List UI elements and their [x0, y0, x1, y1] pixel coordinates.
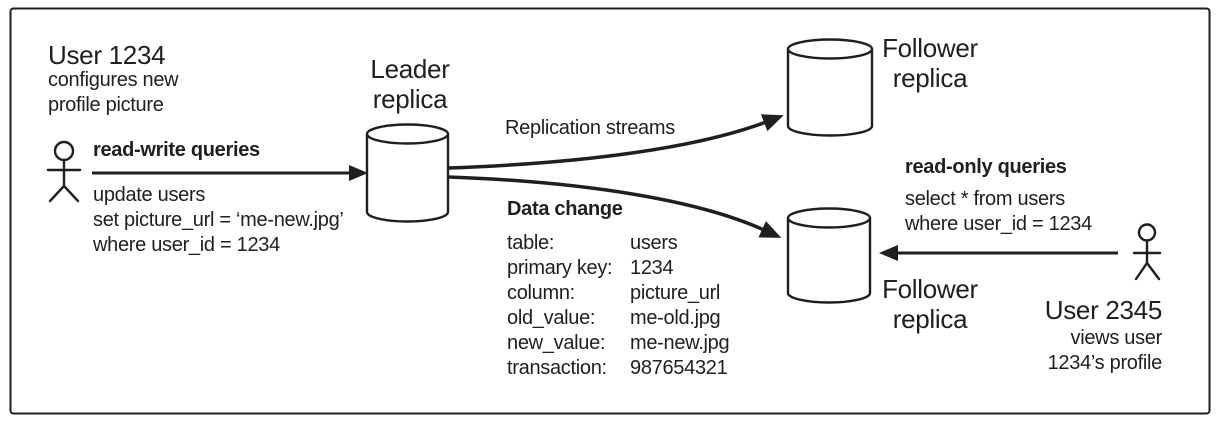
- data-change-key: old_value:: [507, 307, 596, 329]
- follower-top-label-line2: replica: [892, 63, 968, 93]
- read-only-queries-label: read-only queries: [905, 156, 1067, 178]
- follower-bottom-label-line2: replica: [892, 304, 968, 334]
- data-change-table: table: users primary key: 1234 column: pict…: [507, 231, 730, 381]
- leader-replica-label-line1: Leader: [370, 54, 450, 84]
- data-change-row: table: users: [507, 231, 729, 256]
- data-change-value: 987654321: [630, 357, 728, 379]
- read-write-query-line1: update users: [93, 184, 206, 206]
- data-change-row: new_value: me-new.jpg: [507, 331, 730, 356]
- data-change-row: transaction: 987654321: [507, 356, 729, 381]
- data-change-value: me-new.jpg: [630, 332, 730, 354]
- data-change-value: me-old.jpg: [630, 307, 721, 329]
- data-change-row: column: picture_url: [507, 281, 729, 306]
- data-change-key: new_value:: [507, 332, 606, 354]
- data-change-value: 1234: [630, 257, 674, 279]
- follower-top-replica-label: Follower replica: [872, 33, 988, 93]
- right-user-person-icon: [1132, 223, 1162, 281]
- read-write-query: update users set picture_url = ‘me-new.j…: [93, 183, 344, 258]
- read-only-query: select * from users where user_id = 1234: [905, 187, 1092, 237]
- follower-bottom-label-line1: Follower: [882, 274, 978, 304]
- replication-stream-arrow-top: [447, 114, 784, 170]
- right-user-description-line1: views user: [1070, 327, 1163, 349]
- data-change-title: Data change: [507, 198, 623, 220]
- leader-replica-label-line2: replica: [372, 84, 448, 114]
- data-change-key: table:: [507, 232, 555, 254]
- follower-bottom-replica-label: Follower replica: [872, 274, 988, 334]
- data-change-key: transaction:: [507, 357, 607, 379]
- left-user-description-line1: configures new: [48, 69, 179, 91]
- read-write-queries-label: read-write queries: [93, 139, 260, 161]
- data-change-row: primary key: 1234: [507, 256, 729, 281]
- read-write-query-line2: set picture_url = ‘me-new.jpg’: [93, 209, 344, 231]
- read-only-query-line2: where user_id = 1234: [905, 213, 1092, 235]
- right-user-name: User 2345: [1044, 295, 1163, 325]
- replication-streams-label: Replication streams: [505, 117, 675, 139]
- data-change-key: column:: [507, 282, 575, 304]
- data-change-value: picture_url: [630, 282, 721, 304]
- leader-database-cylinder-icon: [365, 123, 450, 223]
- replication-stream-arrow-bottom: [447, 175, 782, 238]
- read-write-query-line3: where user_id = 1234: [93, 234, 280, 256]
- leader-replica-label: Leader replica: [350, 54, 470, 114]
- left-user-description: configures new profile picture: [48, 68, 179, 118]
- follower-bottom-database-cylinder-icon: [786, 207, 872, 304]
- right-user-description: views user 1234’s profile: [1000, 326, 1163, 376]
- right-user-description-line2: 1234’s profile: [1047, 352, 1163, 374]
- diagram-border: [9, 7, 1211, 415]
- left-user-name: User 1234: [48, 40, 166, 70]
- read-only-query-line1: select * from users: [905, 188, 1065, 210]
- data-change-key: primary key:: [507, 257, 613, 279]
- left-user-description-line2: profile picture: [48, 94, 164, 116]
- follower-top-label-line1: Follower: [882, 33, 978, 63]
- left-user-person-icon: [46, 140, 82, 203]
- data-change-row: old_value: me-old.jpg: [507, 306, 729, 331]
- data-change-value: users: [630, 232, 678, 254]
- follower-top-database-cylinder-icon: [786, 38, 874, 137]
